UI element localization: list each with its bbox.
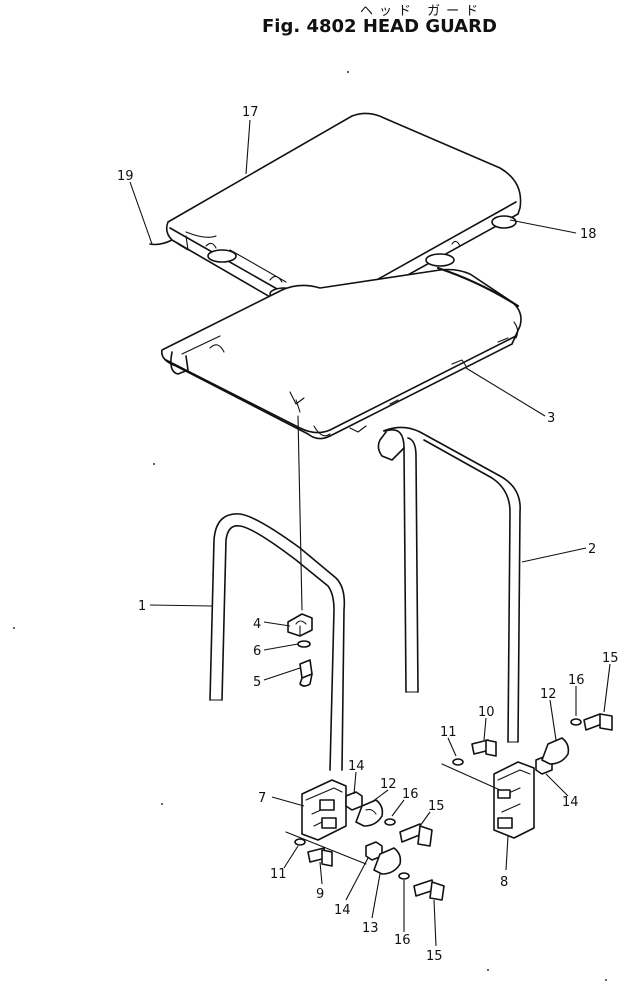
label-7: 7 bbox=[258, 791, 266, 806]
label-8: 8 bbox=[500, 875, 508, 890]
figure-title: Fig. 4802 HEAD GUARD bbox=[262, 16, 497, 37]
label-11-left: 11 bbox=[270, 867, 287, 882]
upper-clamp-group bbox=[287, 613, 313, 687]
label-14-left-top: 14 bbox=[348, 759, 365, 774]
label-2: 2 bbox=[588, 542, 596, 557]
label-17: 17 bbox=[242, 105, 259, 120]
label-13: 13 bbox=[362, 921, 379, 936]
label-16-right: 16 bbox=[568, 673, 585, 688]
figure-title-japanese: ヘッド ガード bbox=[360, 4, 485, 19]
leader-lines bbox=[129, 119, 611, 947]
right-hinge-assembly bbox=[441, 713, 613, 839]
label-16-left: 16 bbox=[402, 787, 419, 802]
label-12-right: 12 bbox=[540, 687, 557, 702]
label-15-right: 15 bbox=[602, 651, 619, 666]
label-18: 18 bbox=[580, 227, 597, 242]
canopy-frame bbox=[160, 266, 522, 440]
label-6: 6 bbox=[253, 644, 261, 659]
label-4: 4 bbox=[253, 617, 261, 632]
label-14-left-bottom: 14 bbox=[334, 903, 351, 918]
part-labels: 17 19 18 3 2 1 4 6 5 15 16 12 10 11 14 1… bbox=[117, 105, 619, 964]
label-10: 10 bbox=[478, 705, 495, 720]
assembly-center-line bbox=[297, 415, 303, 611]
label-15-left-bottom: 15 bbox=[426, 949, 443, 964]
label-15-left: 15 bbox=[428, 799, 445, 814]
label-14-right: 14 bbox=[562, 795, 579, 810]
label-1: 1 bbox=[138, 599, 146, 614]
scan-specks bbox=[13, 71, 607, 981]
label-11-right: 11 bbox=[440, 725, 457, 740]
left-hinge-assembly bbox=[285, 779, 445, 901]
label-19: 19 bbox=[117, 169, 134, 184]
label-9: 9 bbox=[316, 887, 324, 902]
left-bow bbox=[209, 513, 346, 771]
label-16-left-bottom: 16 bbox=[394, 933, 411, 948]
right-bow bbox=[377, 426, 521, 743]
label-12-left: 12 bbox=[380, 777, 397, 792]
label-5: 5 bbox=[253, 675, 261, 690]
label-3: 3 bbox=[547, 411, 555, 426]
